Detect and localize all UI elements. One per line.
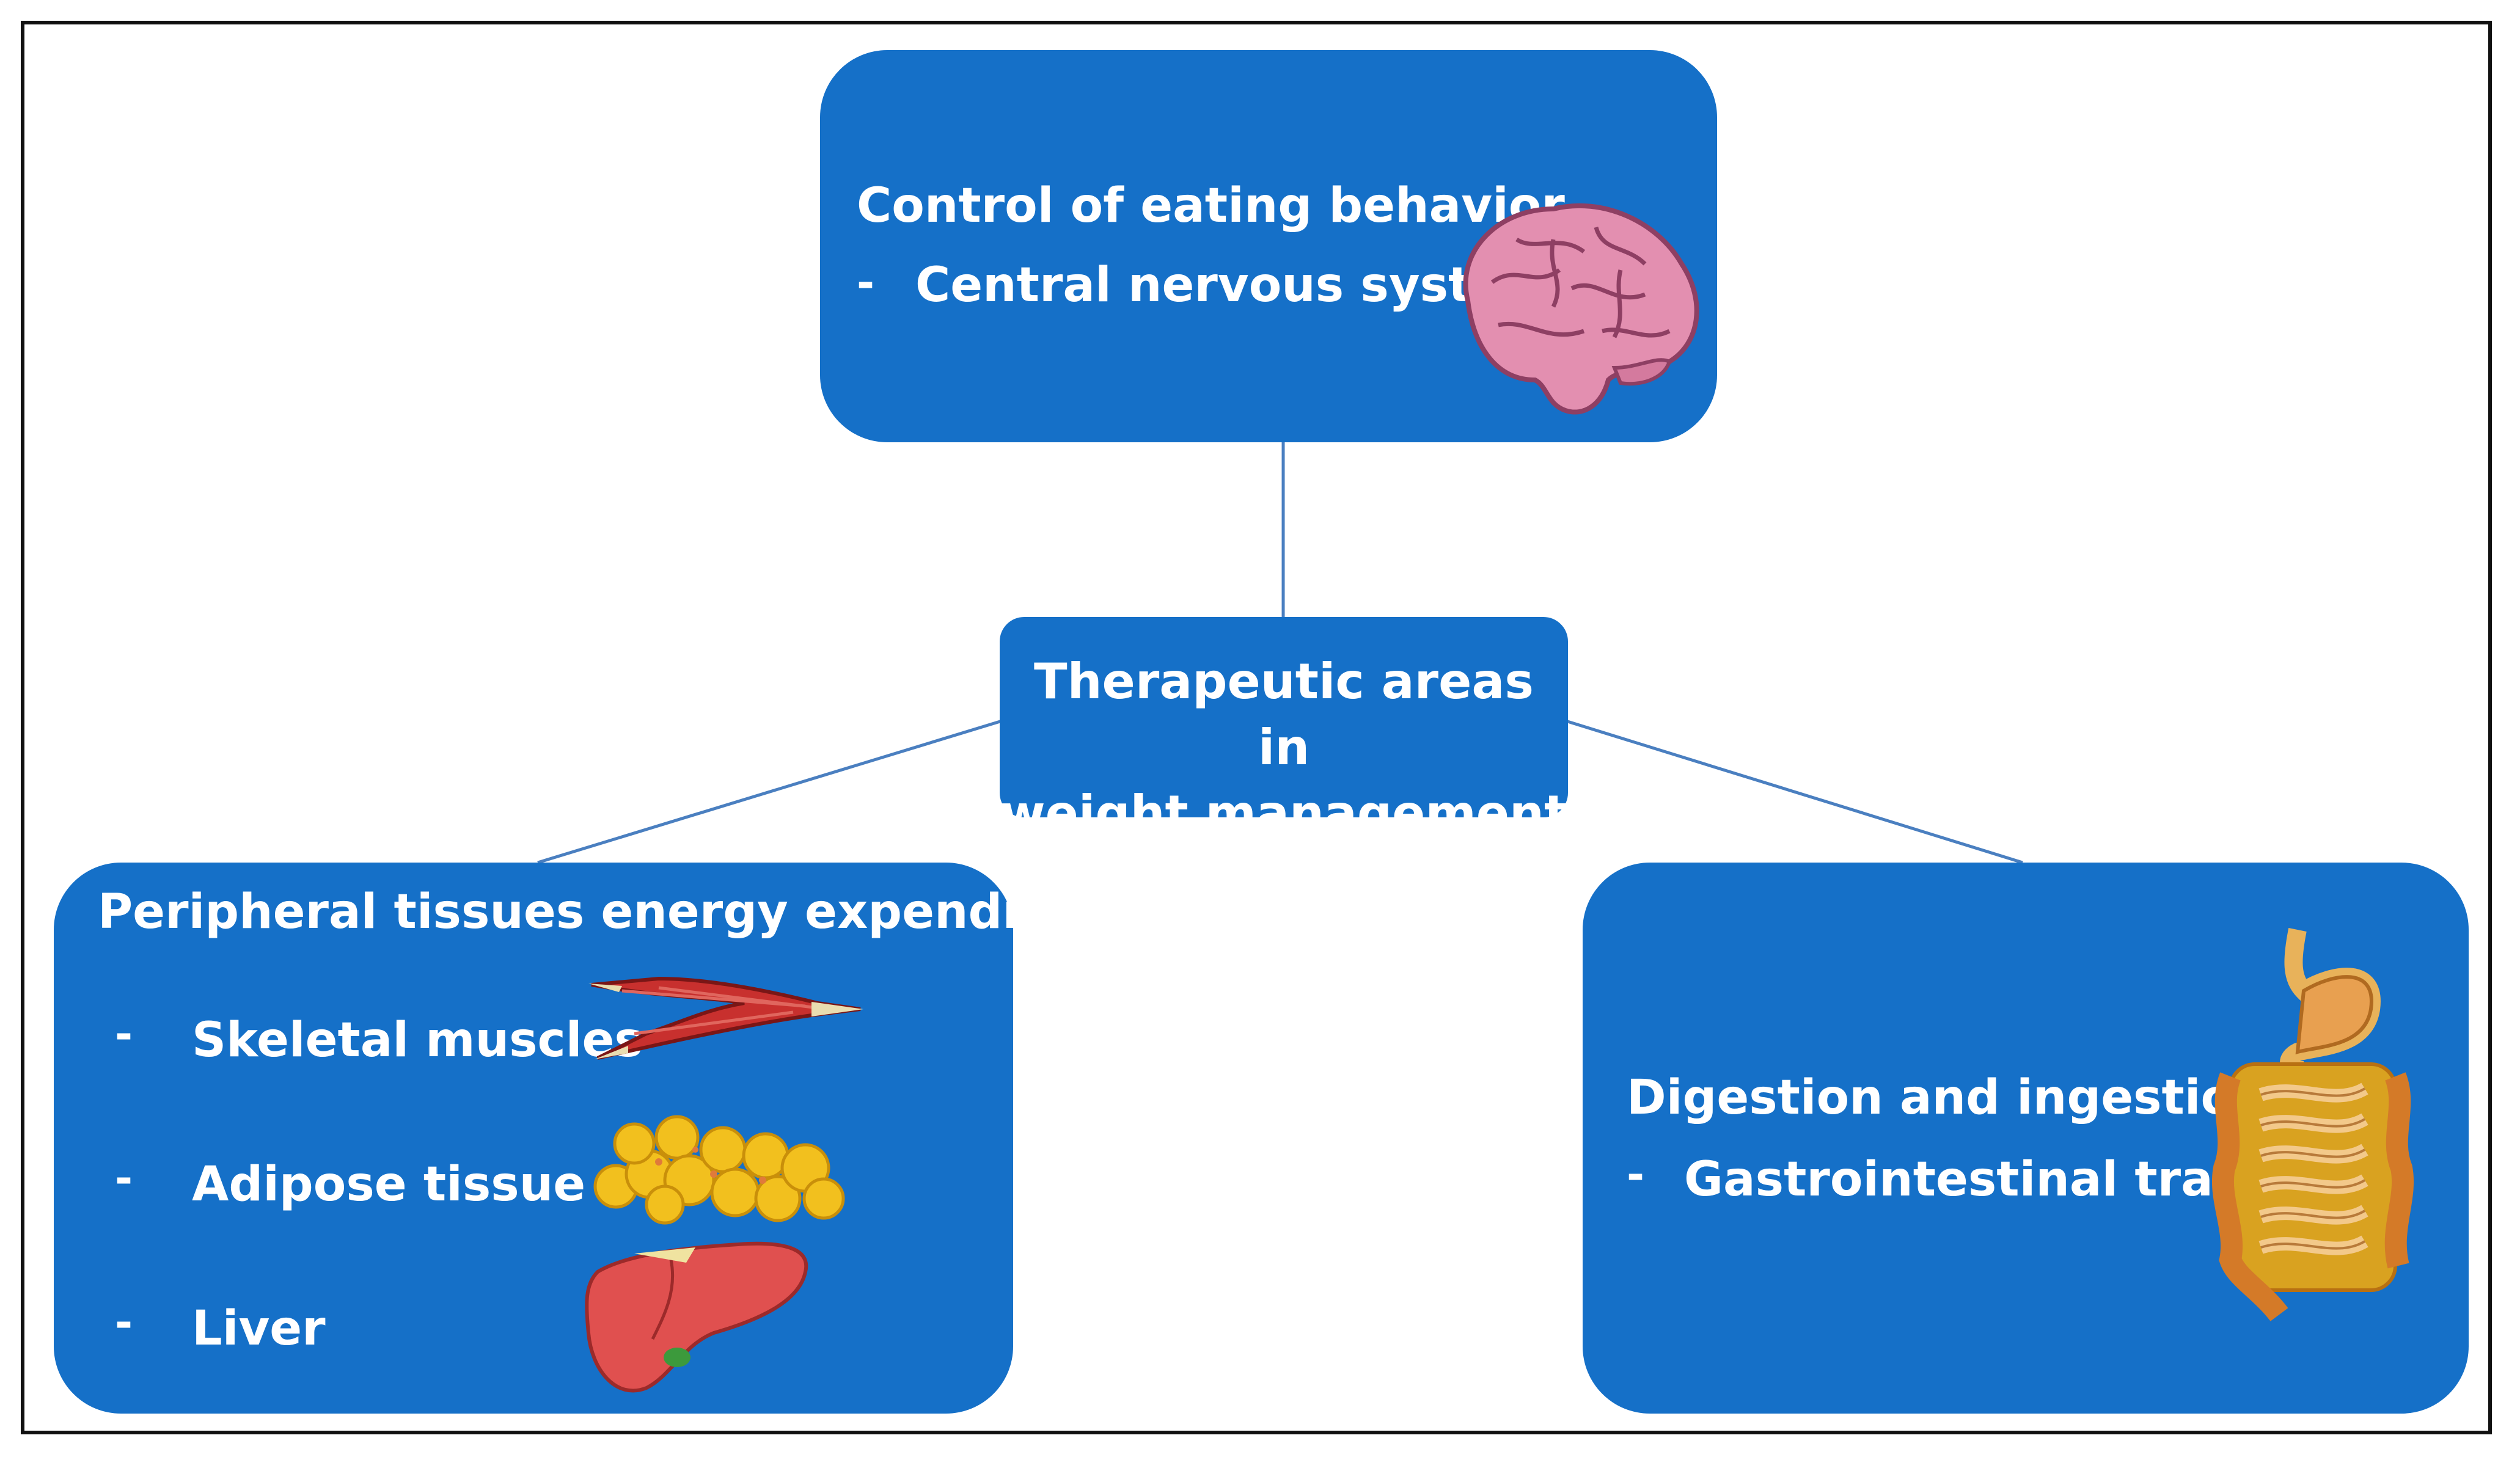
liver-icon [585, 1241, 808, 1393]
outer-frame [21, 21, 2492, 1434]
therapeutic-areas-box: Therapeutic areas in weight management [1000, 617, 1568, 842]
peripheral-tissues-title: Peripheral tissues energy expenditure [98, 885, 1132, 940]
muscle-icon [588, 976, 863, 1060]
bullet-dash: - [115, 1153, 133, 1203]
bullet-dash: - [115, 1298, 133, 1348]
eating-behavior-title: Control of eating behavior [857, 178, 1565, 233]
bullet-dash: - [115, 1009, 133, 1059]
liver-label: Liver [192, 1301, 326, 1356]
connector-right [1565, 719, 2023, 864]
eating-behavior-box: Control of eating behavior - Central ner… [820, 50, 1717, 442]
therapeutic-areas-title: Therapeutic areas in weight management [1000, 649, 1568, 847]
digestive-tract-icon [2212, 928, 2414, 1322]
fat-cells-icon [593, 1115, 845, 1225]
bullet-dash: - [857, 258, 875, 308]
digestion-box: Digestion and ingestion - Gastrointestin… [1583, 863, 2469, 1414]
connector-left [537, 719, 1003, 864]
central-nervous-system-label: Central nervous system [915, 258, 1553, 313]
gastrointestinal-tract-label: Gastrointestinal tract [1684, 1152, 2265, 1207]
adipose-tissue-label: Adipose tissue [192, 1157, 586, 1212]
digestion-title: Digestion and ingestion [1627, 1070, 2268, 1125]
bullet-dash: - [1627, 1150, 1645, 1200]
therapeutic-areas-line2: weight management [1000, 785, 1568, 842]
peripheral-tissues-box: Peripheral tissues energy expenditure - … [54, 863, 1131, 1414]
therapeutic-areas-line1: Therapeutic areas in [1034, 653, 1534, 776]
brain-icon [1463, 203, 1699, 415]
skeletal-muscles-label: Skeletal muscles [192, 1013, 643, 1068]
